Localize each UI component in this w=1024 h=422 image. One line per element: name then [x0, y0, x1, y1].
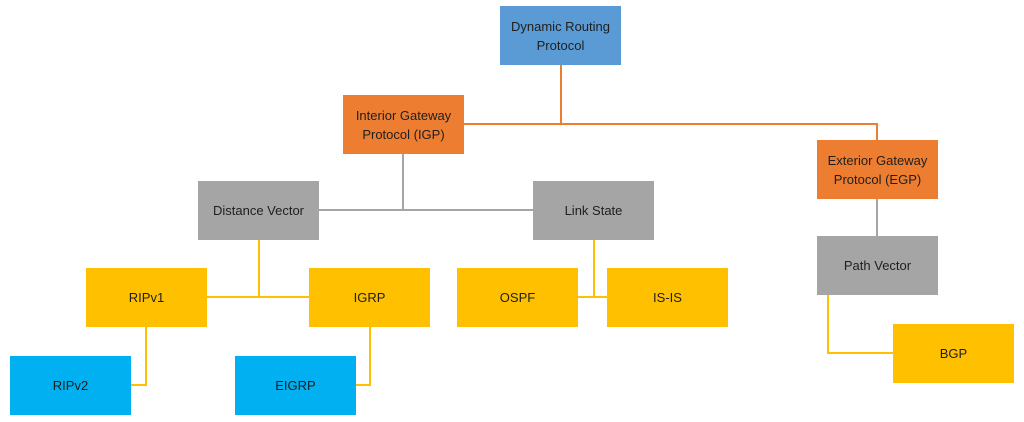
- node-igrp: IGRP: [309, 268, 430, 327]
- node-dynamic-routing-protocol: Dynamic Routing Protocol: [500, 6, 621, 65]
- node-interior-gateway-protocol: Interior Gateway Protocol (IGP): [343, 95, 464, 154]
- node-label: Dynamic Routing Protocol: [511, 18, 610, 53]
- node-distance-vector: Distance Vector: [198, 181, 319, 240]
- connector-pv-to-bgp: [827, 295, 893, 354]
- node-exterior-gateway-protocol: Exterior Gateway Protocol (EGP): [817, 140, 938, 199]
- node-eigrp: EIGRP: [235, 356, 356, 415]
- connector-root-to-igp-egp: [464, 123, 878, 140]
- node-path-vector: Path Vector: [817, 236, 938, 295]
- node-label: IGRP: [353, 290, 386, 305]
- node-label: Distance Vector: [212, 203, 305, 218]
- node-label: Interior Gateway Protocol (IGP): [355, 107, 452, 142]
- node-label: IS-IS: [653, 290, 682, 305]
- node-label: OSPF: [499, 290, 536, 305]
- node-label: RIPv1: [128, 290, 165, 305]
- node-label: EIGRP: [275, 378, 316, 393]
- node-link-state: Link State: [533, 181, 654, 240]
- node-is-is: IS-IS: [607, 268, 728, 327]
- connector-ripv1-to-ripv2: [131, 327, 147, 386]
- node-ospf: OSPF: [457, 268, 578, 327]
- node-bgp: BGP: [893, 324, 1014, 383]
- node-label: Path Vector: [843, 258, 912, 273]
- node-label: BGP: [939, 346, 968, 361]
- node-label: Link State: [564, 203, 623, 218]
- node-label: Exterior Gateway Protocol (EGP): [827, 152, 928, 187]
- node-label: RIPv2: [52, 378, 89, 393]
- connector-igrp-to-eigrp: [356, 327, 371, 386]
- node-ripv2: RIPv2: [10, 356, 131, 415]
- node-ripv1: RIPv1: [86, 268, 207, 327]
